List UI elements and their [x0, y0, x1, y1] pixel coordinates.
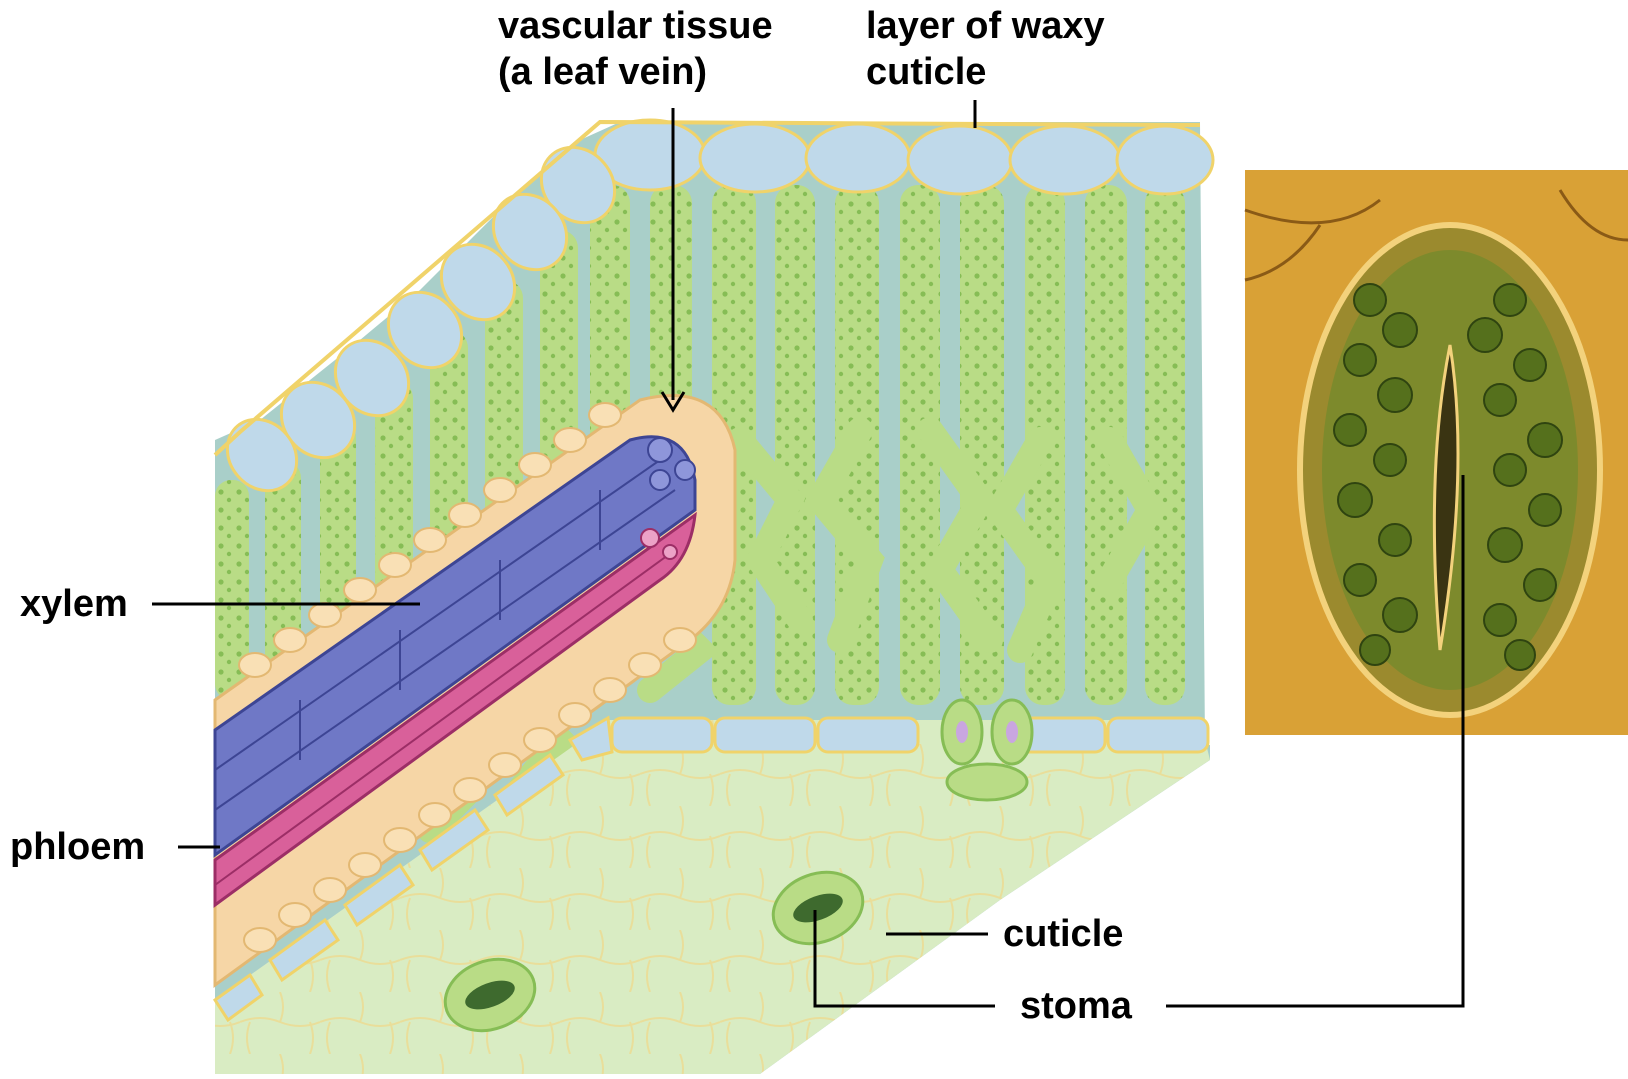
- label-cuticle: cuticle: [1003, 912, 1123, 956]
- stoma-micrograph: [1245, 170, 1628, 735]
- label-stoma: stoma: [1020, 984, 1132, 1028]
- label-waxy-cuticle-line1: layer of waxy: [866, 4, 1105, 48]
- label-waxy-cuticle-line2: cuticle: [866, 50, 986, 94]
- label-xylem: xylem: [20, 582, 128, 626]
- label-phloem: phloem: [10, 825, 145, 869]
- label-vascular-tissue-line1: vascular tissue: [498, 4, 773, 48]
- label-vascular-tissue-line2: (a leaf vein): [498, 50, 707, 94]
